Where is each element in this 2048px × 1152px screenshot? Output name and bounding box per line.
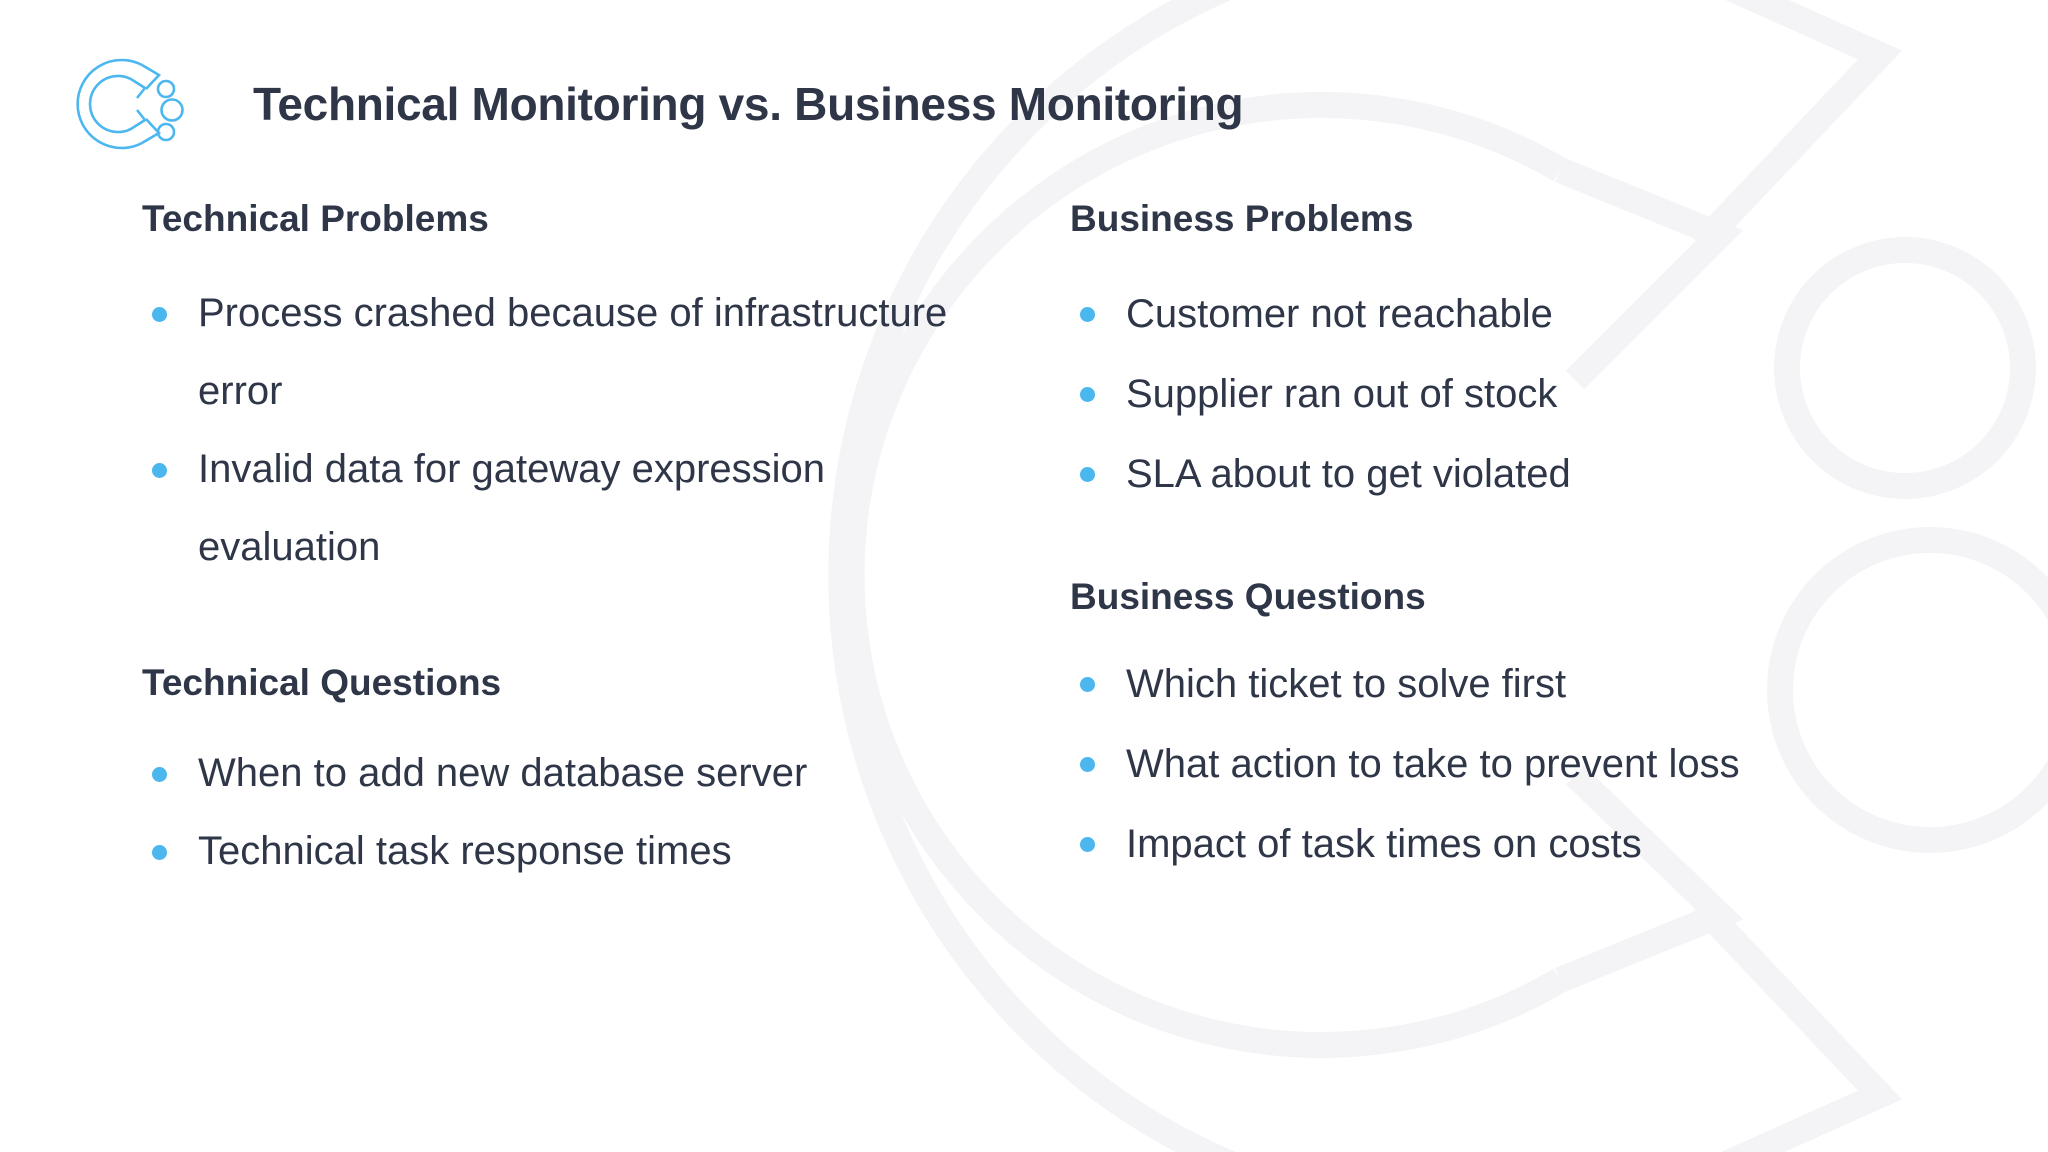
technical-problems-list: Process crashed because of infrastructur… <box>142 274 1020 586</box>
section-heading-business-questions: Business Questions <box>1070 576 1426 617</box>
list-item: SLA about to get violated <box>1070 434 2048 514</box>
page-title: Technical Monitoring vs. Business Monito… <box>253 78 1244 130</box>
list-item: Customer not reachable <box>1070 274 2048 354</box>
list-item-label: SLA about to get violated <box>1126 452 1571 496</box>
bullet-dot-icon <box>1080 677 1095 692</box>
business-problems-list: Customer not reachable Supplier ran out … <box>1070 274 2048 514</box>
bullet-dot-icon <box>152 463 167 478</box>
section-spacer <box>142 586 1020 662</box>
list-item: When to add new database server <box>142 734 1020 812</box>
bullet-dot-icon <box>152 845 167 860</box>
list-item: Impact of task times on costs <box>1070 804 2048 884</box>
list-item-label: Technical task response times <box>198 829 732 873</box>
section-heading-technical-questions: Technical Questions <box>142 662 502 703</box>
list-item-label: Impact of task times on costs <box>1126 822 1642 866</box>
list-item: Technical task response times <box>142 812 1020 890</box>
technical-questions-list: When to add new database server Technica… <box>142 734 1020 890</box>
technical-column: Technical Problems Process crashed becau… <box>0 198 1020 890</box>
bullet-dot-icon <box>1080 307 1095 322</box>
list-item: Invalid data for gateway expression eval… <box>142 430 1020 586</box>
bullet-dot-icon <box>152 767 167 782</box>
business-column: Business Problems Customer not reachable… <box>1020 198 2048 890</box>
list-item-label: Process crashed because of infrastructur… <box>198 291 948 413</box>
circular-c-logo-icon <box>76 58 184 150</box>
list-item: Which ticket to solve first <box>1070 644 2048 724</box>
list-item-label: Which ticket to solve first <box>1126 662 1567 706</box>
list-item-label: When to add new database server <box>198 751 808 795</box>
slide-header: Technical Monitoring vs. Business Monito… <box>60 48 1244 160</box>
section-heading-business-problems: Business Problems <box>1070 198 1414 239</box>
list-item: What action to take to prevent loss <box>1070 724 2048 804</box>
list-item: Supplier ran out of stock <box>1070 354 2048 434</box>
list-item-label: Customer not reachable <box>1126 292 1553 336</box>
bullet-dot-icon <box>1080 757 1095 772</box>
list-item-label: What action to take to prevent loss <box>1126 742 1740 786</box>
list-item-label: Supplier ran out of stock <box>1126 372 1558 416</box>
section-spacer <box>1070 514 2048 576</box>
content-columns: Technical Problems Process crashed becau… <box>0 198 2048 890</box>
list-item-label: Invalid data for gateway expression eval… <box>198 447 826 569</box>
business-questions-list: Which ticket to solve first What action … <box>1070 644 2048 884</box>
bullet-dot-icon <box>1080 467 1095 482</box>
bullet-dot-icon <box>1080 387 1095 402</box>
section-heading-technical-problems: Technical Problems <box>142 198 489 239</box>
bullet-dot-icon <box>152 307 167 322</box>
list-item: Process crashed because of infrastructur… <box>142 274 1020 430</box>
bullet-dot-icon <box>1080 837 1095 852</box>
